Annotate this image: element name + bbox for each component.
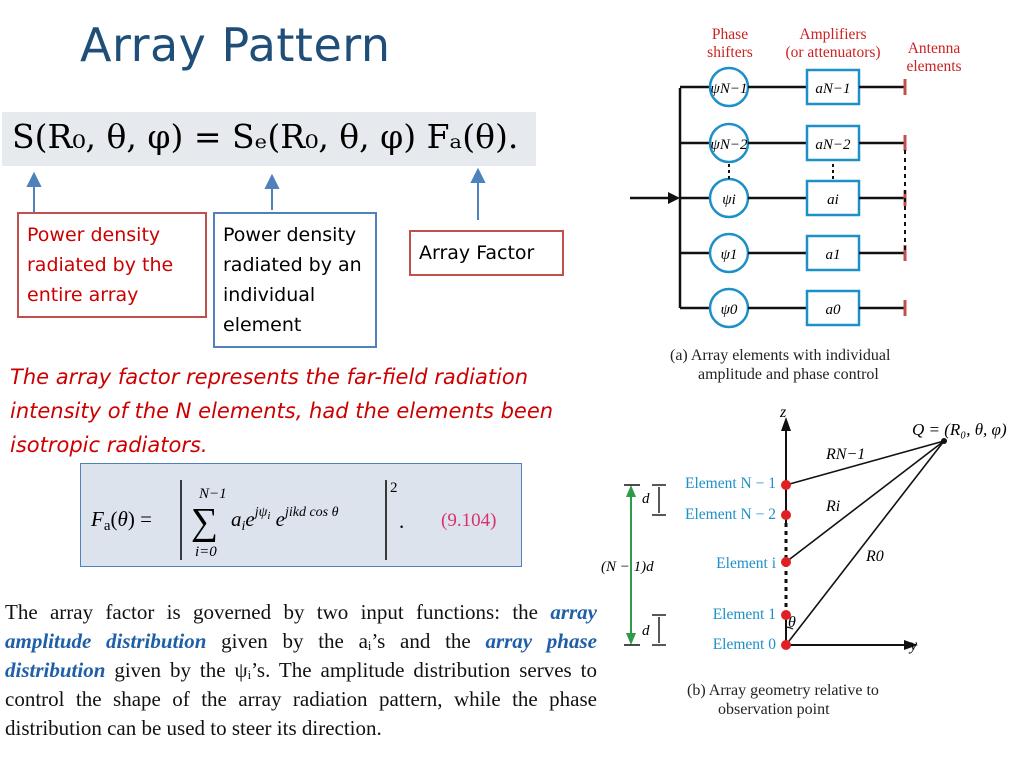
array-row: ψN−2 aN−2 xyxy=(680,122,907,164)
amplifier-box xyxy=(805,234,861,272)
z-gap xyxy=(783,523,790,613)
point-q-label: Q = (R₀, θ, φ) xyxy=(912,420,1007,439)
phase-label: ψ0 xyxy=(721,302,738,318)
theta-arc xyxy=(785,626,794,630)
figure-a-array-circuit: Phase shifters Amplifiers (or attenuator… xyxy=(630,26,962,383)
para-text-2: given by the aᵢ’s and the xyxy=(206,629,486,653)
theta-label: θ xyxy=(788,614,796,631)
para-highlight-amplitude: array amplitude distribution xyxy=(5,600,597,653)
array-factor-equation: Fa(θ) = N−1 ∑ i=0 aiejψi ejikd cos θ 2 .… xyxy=(80,463,522,567)
arrowhead-total xyxy=(26,171,42,187)
array-row: ψi ai xyxy=(680,177,907,219)
header-ant-2: elements xyxy=(906,58,961,75)
y-axis-arrowhead xyxy=(904,640,918,650)
figure-b-array-geometry: z y Q = (R₀, θ, φ) RN−1 Ri R0 θ Element … xyxy=(601,405,1007,718)
header-amp-2: (or attenuators) xyxy=(785,44,880,61)
y-label: y xyxy=(908,637,918,654)
caption-b-2: observation point xyxy=(718,701,830,718)
label-total-power: Power density radiated by the entire arr… xyxy=(17,212,207,318)
phase-label: ψN−2 xyxy=(711,137,748,153)
ray-rn1 xyxy=(785,440,945,486)
r-i-label: Ri xyxy=(825,498,840,515)
equation-number: (9.104) xyxy=(441,510,496,531)
phase-label: ψN−1 xyxy=(711,81,748,97)
main-equation-bar xyxy=(2,112,536,166)
r-n1-label: RN−1 xyxy=(825,446,865,463)
amp-label: aN−1 xyxy=(815,81,850,97)
phase-label: ψi xyxy=(722,192,735,208)
element-dot xyxy=(781,557,791,567)
para-highlight-phase: array phase distribution xyxy=(5,629,597,682)
element-label: Element N − 2 xyxy=(685,506,776,523)
arrowhead-factor xyxy=(470,167,486,183)
amp-label: a1 xyxy=(826,247,841,263)
main-equation: S(R₀, θ, φ) = Sₑ(R₀, θ, φ) Fₐ(θ). xyxy=(12,117,519,156)
array-row: ψ1 a1 xyxy=(680,232,907,274)
d-label-bottom: d xyxy=(642,623,650,639)
element-label: Element i xyxy=(716,555,777,572)
phase-label: ψ1 xyxy=(721,247,738,263)
period: . xyxy=(399,509,404,533)
ray-ri xyxy=(785,440,945,563)
element-dot xyxy=(781,510,791,520)
arrowhead-element xyxy=(264,173,280,189)
array-factor-note: The array factor represents the far-fiel… xyxy=(10,365,554,457)
amplifier-box xyxy=(805,179,861,217)
amplifier-box xyxy=(805,68,861,106)
label-element-power: Power density radiated by an individual … xyxy=(213,212,377,348)
z-axis-arrowhead xyxy=(781,417,791,431)
element-dot xyxy=(781,480,791,490)
caption-a-2: amplitude and phase control xyxy=(698,366,879,383)
para-text-3: given by the ψᵢ’s. The amplitude distrib… xyxy=(5,658,597,740)
array-row: ψ0 a0 xyxy=(680,287,907,329)
array-factor-formula: Fa(θ) = N−1 ∑ i=0 aiejψi ejikd cos θ 2 .… xyxy=(90,480,496,560)
header-phase-1: Phase xyxy=(712,26,748,43)
point-q xyxy=(941,438,947,444)
amp-label: ai xyxy=(827,192,839,208)
header-amp-1: Amplifiers xyxy=(799,26,866,43)
caption-b-1: (b) Array geometry relative to xyxy=(687,682,879,699)
equation-arrows xyxy=(26,167,486,220)
sum-lower: i=0 xyxy=(195,544,217,560)
d-label-top: d xyxy=(642,491,650,507)
sum-upper: N−1 xyxy=(198,486,227,502)
z-label: z xyxy=(779,405,787,421)
header-phase-2: shifters xyxy=(707,44,753,61)
sum-term: aiejψi ejikd cos θ xyxy=(231,505,339,534)
array-row: ψN−1 aN−1 xyxy=(680,66,907,108)
amplifier-box xyxy=(805,289,861,327)
para-text-1: The array factor is governed by two inpu… xyxy=(5,600,551,624)
r-0-label: R0 xyxy=(865,548,884,565)
amplifier-box xyxy=(805,124,861,162)
span-label: (N − 1)d xyxy=(601,559,654,575)
span-arrow-bottom xyxy=(626,633,636,645)
element-dot xyxy=(781,610,791,620)
element-label: Element N − 1 xyxy=(685,475,776,492)
amp-label: a0 xyxy=(826,302,842,318)
ray-r0 xyxy=(785,440,945,646)
amp-label: aN−2 xyxy=(815,137,851,153)
fa-lhs: Fa(θ) = xyxy=(90,507,152,534)
slide-title: Array Pattern xyxy=(80,18,391,72)
element-label: Element 0 xyxy=(713,636,777,653)
element-dot xyxy=(781,640,791,650)
sum-sigma: ∑ xyxy=(191,501,218,543)
square-exponent: 2 xyxy=(390,480,398,496)
caption-a-1: (a) Array elements with individual xyxy=(670,347,891,364)
feed-arrowhead xyxy=(668,192,680,204)
header-ant-1: Antenna xyxy=(908,40,961,57)
element-label: Element 1 xyxy=(713,606,776,623)
label-array-factor: Array Factor xyxy=(409,230,564,276)
span-arrow-top xyxy=(626,485,636,497)
explanation-paragraph: The array factor is governed by two inpu… xyxy=(5,598,597,743)
